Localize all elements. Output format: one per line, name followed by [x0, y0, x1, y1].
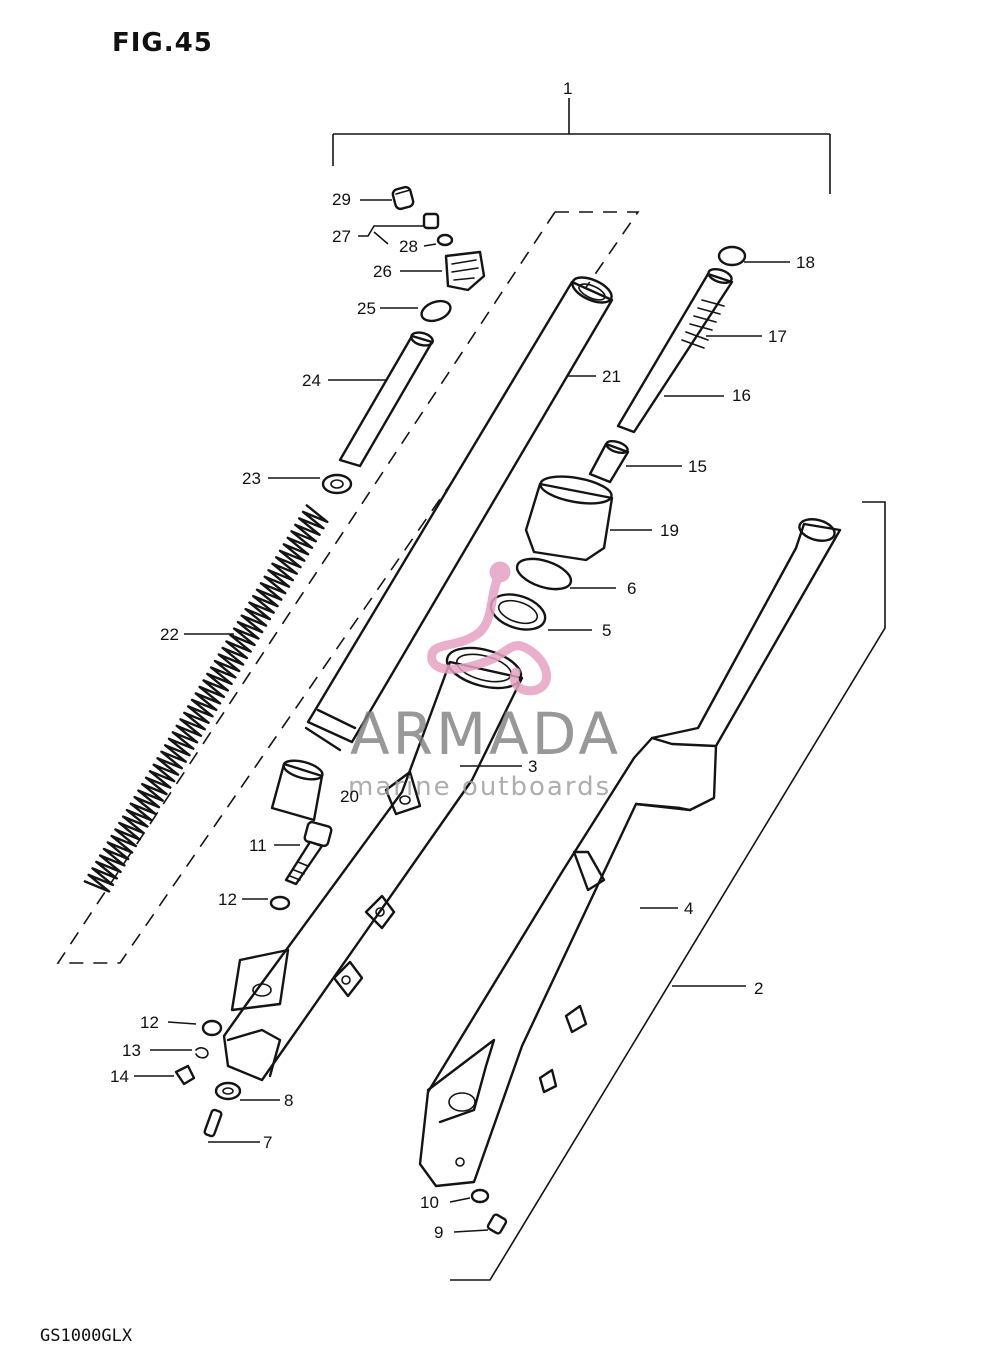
callout-27: 27	[332, 227, 351, 246]
assembly-bracket-1	[332, 98, 831, 194]
callout-18: 18	[796, 253, 815, 272]
bolt-11	[284, 820, 333, 886]
callout-14: 14	[110, 1067, 129, 1086]
bushing-20	[270, 759, 324, 822]
air-valve-28	[422, 212, 454, 247]
outer-tube-3	[222, 646, 524, 1082]
callout-8: 8	[284, 1091, 294, 1110]
dust-seal-19	[524, 475, 614, 562]
callout-3: 3	[528, 757, 538, 776]
damper-rod-16	[616, 267, 734, 434]
callout-12-upper: 12	[218, 890, 237, 909]
inner-tube-21	[304, 276, 614, 752]
callout-29: 29	[332, 190, 351, 209]
callout-1: 1	[563, 79, 573, 98]
gasket-10	[470, 1188, 490, 1204]
callout-13: 13	[122, 1041, 141, 1060]
outer-tube-4	[418, 518, 842, 1188]
callout-26: 26	[373, 262, 392, 281]
callout-25: 25	[357, 299, 376, 318]
callout-22: 22	[160, 625, 179, 644]
spacer-24	[338, 331, 434, 468]
snap-ring-6	[515, 557, 573, 591]
callout-28: 28	[399, 237, 418, 256]
callout-5: 5	[602, 621, 612, 640]
fork-spring-22	[83, 504, 329, 893]
callout-4: 4	[684, 899, 694, 918]
washer-23	[321, 473, 353, 495]
nut-14	[174, 1064, 196, 1086]
fork-cap-26	[444, 250, 486, 292]
callout-19: 19	[660, 521, 679, 540]
seahorse-logo-icon	[427, 561, 551, 696]
model-code: GS1000GLX	[40, 1326, 133, 1346]
watermark-name: ARMADA	[350, 700, 622, 768]
callout-16: 16	[732, 386, 751, 405]
piston-ring-18	[717, 245, 747, 267]
figure-title: FIG.45	[112, 28, 213, 58]
callout-21: 21	[602, 367, 621, 386]
drain-bolt-9	[486, 1213, 508, 1235]
callout-7: 7	[263, 1133, 273, 1152]
callout-11: 11	[249, 836, 267, 855]
watermark-tagline: marine outboards	[348, 772, 612, 802]
washer-12-lower	[201, 1019, 223, 1037]
cap-bolt-29	[391, 185, 415, 211]
drain-screw-7	[203, 1108, 223, 1138]
callout-20: 20	[340, 787, 359, 806]
inner-tube-group-frame	[56, 211, 640, 964]
callout-10: 10	[420, 1193, 439, 1212]
callout-2: 2	[754, 979, 764, 998]
gasket-8	[214, 1081, 242, 1101]
callout-23: 23	[242, 469, 261, 488]
callout-9: 9	[434, 1223, 444, 1242]
damper-rod-piece-15	[588, 439, 630, 484]
callout-15: 15	[688, 457, 707, 476]
callout-24: 24	[302, 371, 321, 390]
callout-6: 6	[627, 579, 637, 598]
washer-12-upper	[269, 895, 291, 911]
rebound-spring-17	[681, 331, 709, 349]
leader-lines	[134, 199, 790, 1233]
callout-17: 17	[768, 327, 787, 346]
lock-washer-13	[195, 1047, 209, 1059]
o-ring-25	[420, 299, 452, 323]
assembly-bracket-2	[450, 501, 886, 1281]
callout-12-lower: 12	[140, 1013, 159, 1032]
